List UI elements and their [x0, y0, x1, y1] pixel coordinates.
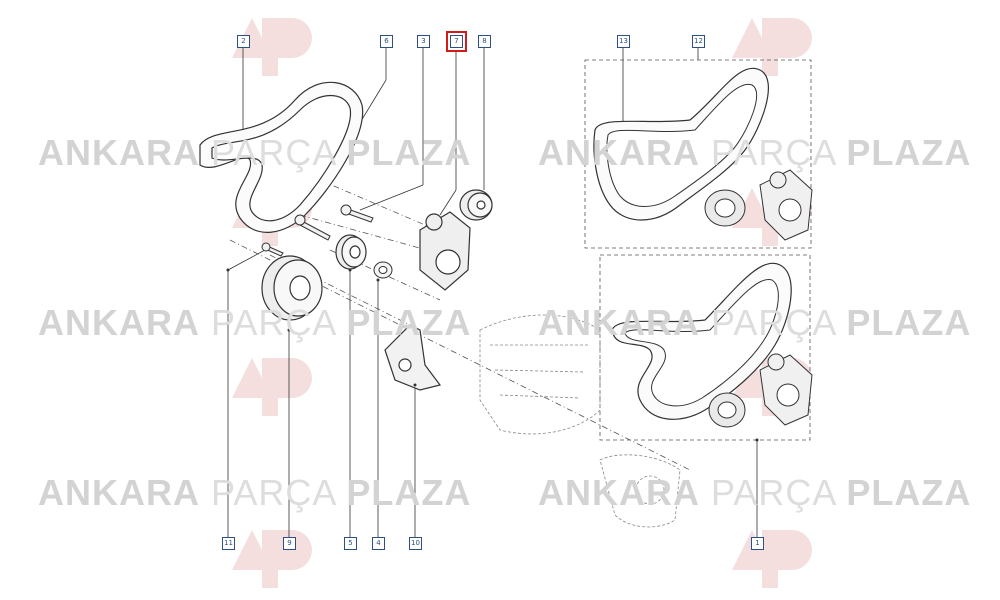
mounting-bracket [384, 324, 442, 391]
watermark-text: ANKARA PARÇA PLAZA [538, 135, 971, 171]
watermark-text: ANKARA PARÇA PLAZA [38, 305, 471, 341]
callout-6[interactable]: 6 [380, 35, 393, 48]
watermark-word: PARÇA [211, 132, 336, 173]
callout-10[interactable]: 10 [409, 537, 422, 550]
watermark-text: ANKARA PARÇA PLAZA [38, 475, 471, 511]
callout-8[interactable]: 8 [478, 35, 491, 48]
nut [373, 261, 393, 279]
belt-tensioner [419, 211, 471, 291]
watermark-word: PLAZA [846, 472, 972, 513]
watermark-word: ANKARA [538, 472, 700, 513]
logo-watermark [232, 530, 312, 588]
tensioner-box-12 [759, 169, 813, 241]
watermark-text: ANKARA PARÇA PLAZA [538, 305, 971, 341]
watermark-word: PLAZA [346, 302, 472, 343]
tensioner-box-1 [759, 353, 813, 426]
watermark-text: ANKARA PARÇA PLAZA [538, 475, 971, 511]
watermark-word: PLAZA [346, 132, 472, 173]
watermark-word: PLAZA [346, 472, 472, 513]
pulley-box-12 [704, 189, 746, 227]
logo-watermark [232, 18, 312, 76]
idler-pulley [335, 234, 367, 270]
belt-left [199, 81, 364, 233]
watermark-word: ANKARA [38, 472, 200, 513]
logo-watermark [732, 530, 812, 588]
watermark-word: ANKARA [538, 302, 700, 343]
watermark-word: ANKARA [538, 132, 700, 173]
leader-dots [226, 268, 759, 442]
belt-box-12 [584, 59, 813, 249]
watermark-word: PARÇA [711, 472, 836, 513]
bolts [261, 204, 374, 257]
pulley-box-1 [708, 392, 746, 428]
crank-pulley [261, 255, 323, 321]
callout-4[interactable]: 4 [372, 537, 385, 550]
watermark-word: ANKARA [38, 132, 200, 173]
watermark-word: PARÇA [211, 302, 336, 343]
watermark-word: PLAZA [846, 132, 972, 173]
callout-13[interactable]: 13 [617, 35, 630, 48]
watermark-word: PARÇA [711, 302, 836, 343]
callout-5[interactable]: 5 [344, 537, 357, 550]
callout-1[interactable]: 1 [751, 537, 764, 550]
callout-11[interactable]: 11 [222, 537, 235, 550]
callout-7-selected[interactable]: 7 [446, 31, 467, 52]
engine-block [479, 314, 681, 528]
watermark-word: PLAZA [846, 302, 972, 343]
callout-3[interactable]: 3 [417, 35, 430, 48]
logo-watermark [732, 18, 812, 76]
logo-watermark [232, 358, 312, 416]
belt-box-1 [599, 254, 813, 441]
callout-9[interactable]: 9 [283, 537, 296, 550]
watermark-text: ANKARA PARÇA PLAZA [38, 135, 471, 171]
tensioner-pulley [459, 189, 493, 221]
watermark-word: PARÇA [711, 132, 836, 173]
watermark-word: ANKARA [38, 302, 200, 343]
callout-2[interactable]: 2 [237, 35, 250, 48]
callout-12[interactable]: 12 [692, 35, 705, 48]
watermark-word: PARÇA [211, 472, 336, 513]
